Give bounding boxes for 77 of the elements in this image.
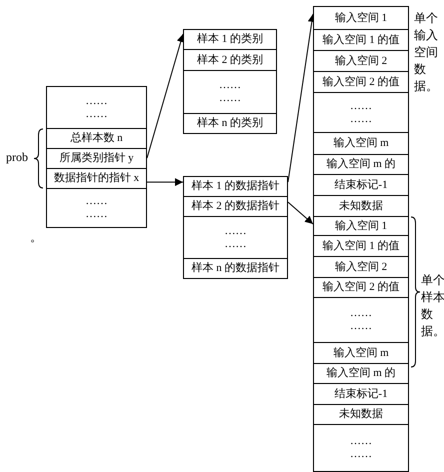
cell-text: ……	[86, 94, 108, 108]
cell-text: 输入空间 1 的值	[322, 240, 400, 252]
cell-text: ……	[224, 238, 246, 250]
memory-cell	[313, 174, 409, 196]
cell-text: 结束标记-1	[334, 388, 388, 400]
cell-text: 未知数据	[339, 408, 383, 421]
memory-cell	[183, 258, 288, 279]
memory-cell	[313, 277, 409, 298]
cell-text: ……	[350, 448, 372, 461]
annotation-text: 单个输入空间数据。	[414, 10, 439, 95]
memory-cell	[313, 216, 409, 236]
memory-cell	[313, 50, 409, 72]
cell-text: ……	[350, 307, 372, 320]
cell-text: ……	[350, 112, 372, 126]
cell-text: 样本 2 的数据指针	[192, 200, 280, 213]
memory-cell	[313, 404, 409, 425]
memory-cell	[183, 29, 277, 50]
cell-text: 样本 n 的数据指针	[192, 262, 280, 275]
cell-text: ……	[350, 320, 372, 333]
memory-cell	[46, 86, 147, 129]
memory-cell	[46, 188, 147, 228]
cell-text: 样本 1 的类别	[197, 33, 263, 46]
cell-text: 结束标记-1	[334, 178, 388, 192]
memory-cell	[183, 113, 277, 134]
memory-cell	[313, 71, 409, 93]
cell-text: 输入空间 1 的值	[322, 34, 400, 46]
memory-cell	[313, 383, 409, 405]
cell-text: 样本 2 的类别	[197, 54, 263, 66]
memory-cell	[183, 49, 277, 71]
memory-cell	[183, 176, 288, 197]
pointer-arrow	[146, 178, 184, 186]
pointer-arrow	[146, 34, 185, 159]
cell-text: ……	[350, 100, 372, 112]
memory-cell	[46, 128, 147, 149]
cell-text: 所属类别指针 y	[59, 152, 134, 165]
cell-text: ……	[86, 208, 108, 221]
paragraph-mark: 。	[30, 229, 43, 246]
memory-cell	[313, 424, 409, 472]
pointer-arrow	[288, 202, 314, 224]
cell-text: 输入空间 1	[334, 220, 388, 232]
memory-cell	[313, 363, 409, 384]
memory-cell	[313, 154, 409, 175]
cell-text: 输入空间 2 的值	[322, 76, 400, 88]
memory-cell	[313, 297, 409, 343]
cell-text: 总样本数 n	[70, 132, 123, 145]
cell-text: 输入空间 m	[333, 346, 389, 360]
cell-text: 输入空间 2	[334, 54, 388, 68]
memory-cell	[46, 168, 147, 189]
memory-cell	[313, 195, 409, 217]
cell-text: ……	[350, 435, 372, 448]
cell-text: 输入空间 m 的	[326, 367, 396, 380]
memory-cell	[183, 216, 288, 259]
memory-cell	[183, 196, 288, 217]
cell-text: 样本 1 的数据指针	[192, 180, 280, 193]
cell-text: ……	[86, 108, 108, 120]
cell-text: ……	[224, 224, 246, 238]
cell-text: 未知数据	[339, 200, 383, 212]
memory-cell	[46, 148, 147, 169]
memory-cell	[313, 92, 409, 133]
cell-text: 输入空间 m	[333, 137, 389, 150]
cell-text: ……	[219, 79, 241, 92]
cell-text: 输入空间 m 的	[326, 158, 396, 171]
memory-cell	[313, 342, 409, 364]
cell-text: 输入空间 2 的值	[322, 281, 400, 294]
cell-text: 输入空间 2	[334, 260, 388, 274]
cell-text: 样本 n 的类别	[197, 117, 263, 130]
memory-cell	[183, 70, 277, 114]
cell-text: 数据指针的指针 x	[54, 172, 140, 185]
memory-cell	[313, 132, 409, 155]
struct-label: prob	[6, 149, 29, 166]
memory-cell	[313, 256, 409, 278]
cell-text: ……	[219, 92, 241, 105]
memory-cell	[313, 235, 409, 257]
memory-cell	[313, 6, 409, 30]
cell-text: ……	[86, 195, 108, 208]
memory-cell	[313, 29, 409, 51]
cell-text: 输入空间 1	[334, 12, 388, 24]
